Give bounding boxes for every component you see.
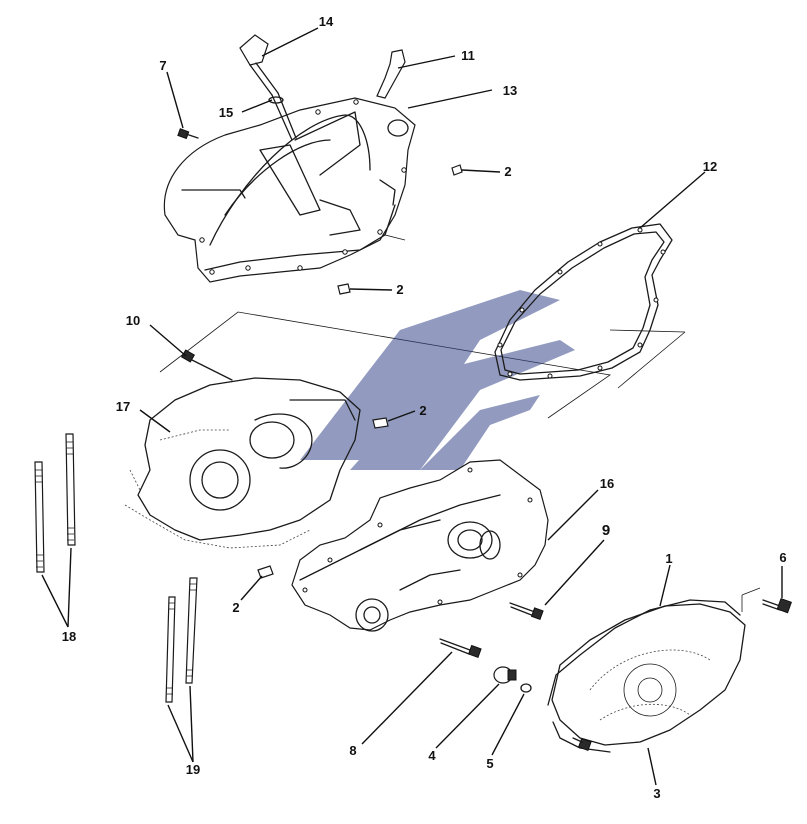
studs-part-19 [165, 577, 198, 703]
callout-11: 11 [461, 48, 475, 63]
callout-1: 1 [665, 551, 672, 566]
callout-14: 14 [319, 14, 334, 29]
watermark-logo [300, 290, 575, 470]
dowel-pins-part-2 [257, 164, 463, 579]
studs-part-18 [34, 433, 76, 573]
leader-lines [41, 27, 783, 786]
callout-19: 19 [186, 762, 200, 777]
right-crankcase-part-16 [291, 459, 549, 632]
callout-5: 5 [486, 756, 493, 771]
callout-16: 16 [600, 476, 614, 491]
callout-2-c: 2 [419, 403, 426, 418]
washer-part-5 [520, 683, 532, 693]
callout-labels: 14 15 7 11 13 2 12 2 10 2 17 16 9 1 6 2 … [62, 14, 787, 801]
dipstick-part-14 [239, 34, 297, 141]
callout-2-d: 2 [232, 600, 239, 615]
callout-4: 4 [428, 748, 436, 763]
callout-2-a: 2 [504, 164, 511, 179]
callout-18: 18 [62, 629, 76, 644]
callout-12: 12 [703, 159, 717, 174]
left-crankcase-part-17 [124, 377, 361, 549]
o-ring-part-15 [268, 96, 284, 104]
cover-gasket-part-1 [547, 599, 741, 753]
bolt-part-9 [509, 602, 544, 621]
bolt-part-10 [180, 349, 233, 381]
bracket-part-11 [376, 49, 406, 99]
callout-13: 13 [503, 83, 517, 98]
drain-plug-part-4 [493, 666, 517, 684]
callout-8: 8 [349, 743, 356, 758]
right-cover-part-3 [551, 603, 746, 746]
callout-3: 3 [653, 786, 660, 801]
callout-10: 10 [126, 313, 140, 328]
bolt-part-6 [762, 597, 792, 614]
clutch-cover-part-13 [163, 97, 416, 283]
callout-15: 15 [219, 105, 233, 120]
callout-9: 9 [602, 522, 610, 539]
callout-17: 17 [116, 399, 130, 414]
bolt-part-7 [177, 128, 199, 140]
bolt-part-8 [439, 638, 482, 659]
callout-2-b: 2 [396, 282, 403, 297]
gasket-part-12 [494, 223, 673, 381]
callout-7: 7 [159, 58, 166, 73]
bolt-part-3 [572, 737, 592, 752]
callout-6: 6 [779, 550, 786, 565]
